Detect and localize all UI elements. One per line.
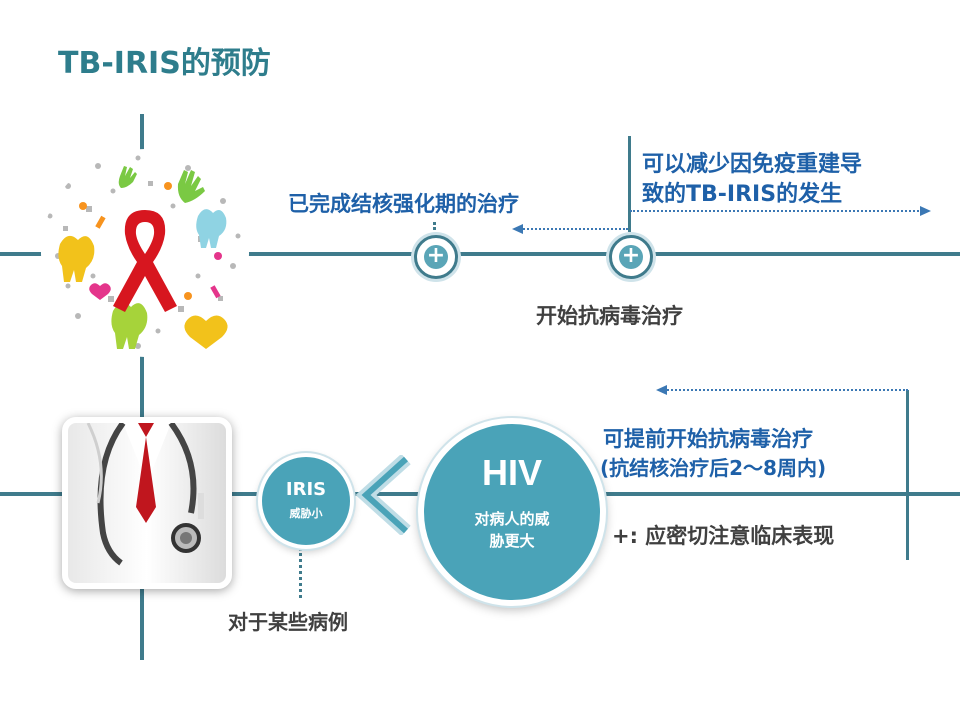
- arrow-head-left-icon: [656, 385, 667, 395]
- bracket-bottom-vertical: [906, 390, 909, 560]
- hiv-threat-line1: 对病人的威: [474, 510, 550, 528]
- ribbon-icon-cloud: [41, 149, 249, 357]
- start-art-label: 开始抗病毒治疗: [536, 304, 683, 328]
- hiv-circle: HIV 对病人的威 胁更大: [418, 418, 606, 606]
- some-cases-label: 对于某些病例: [228, 610, 348, 634]
- chevron-left-icon: [356, 455, 411, 535]
- reduce-iris-label-line1: 可以减少因免疫重建导: [642, 152, 863, 177]
- page-title: TB-IRIS的预防: [58, 46, 271, 81]
- iris-title: IRIS: [285, 479, 327, 500]
- reduce-iris-label-line2: 致的TB-IRIS的发生: [642, 182, 843, 207]
- completed-intensive-phase-label: 已完成结核强化期的治疗: [288, 192, 519, 216]
- doctor-photo: [62, 417, 232, 589]
- iris-connector-dotted: [299, 548, 302, 598]
- early-art-label-line2: (抗结核治疗后2～8周内): [600, 456, 827, 480]
- iris-circle: IRIS 威胁小: [258, 453, 354, 549]
- arrow-head-left-icon: [512, 224, 523, 234]
- plus-icon: +: [619, 245, 643, 269]
- dotted-arrow-right: [630, 210, 922, 212]
- clinical-attention-note: +: 应密切注意临床表现: [612, 524, 835, 548]
- dotted-arrow-left-top: [520, 228, 628, 230]
- dotted-arrow-left-bottom: [664, 389, 908, 391]
- plus-node-right: +: [609, 235, 653, 279]
- plus-connector-dotted: [433, 222, 436, 236]
- arrow-head-right-icon: [920, 206, 931, 216]
- early-art-label-line1: 可提前开始抗病毒治疗: [603, 427, 813, 451]
- stethoscope-icon: [68, 423, 226, 583]
- hiv-title: HIV: [481, 452, 542, 493]
- bracket-top-vertical: [628, 136, 631, 232]
- iris-threat: 威胁小: [289, 507, 323, 520]
- timeline-vertical-left: [140, 114, 144, 660]
- hiv-threat-line2: 胁更大: [489, 532, 535, 550]
- timeline-horizontal-top: [0, 252, 960, 256]
- plus-icon: +: [424, 245, 448, 269]
- plus-node-left: +: [414, 235, 458, 279]
